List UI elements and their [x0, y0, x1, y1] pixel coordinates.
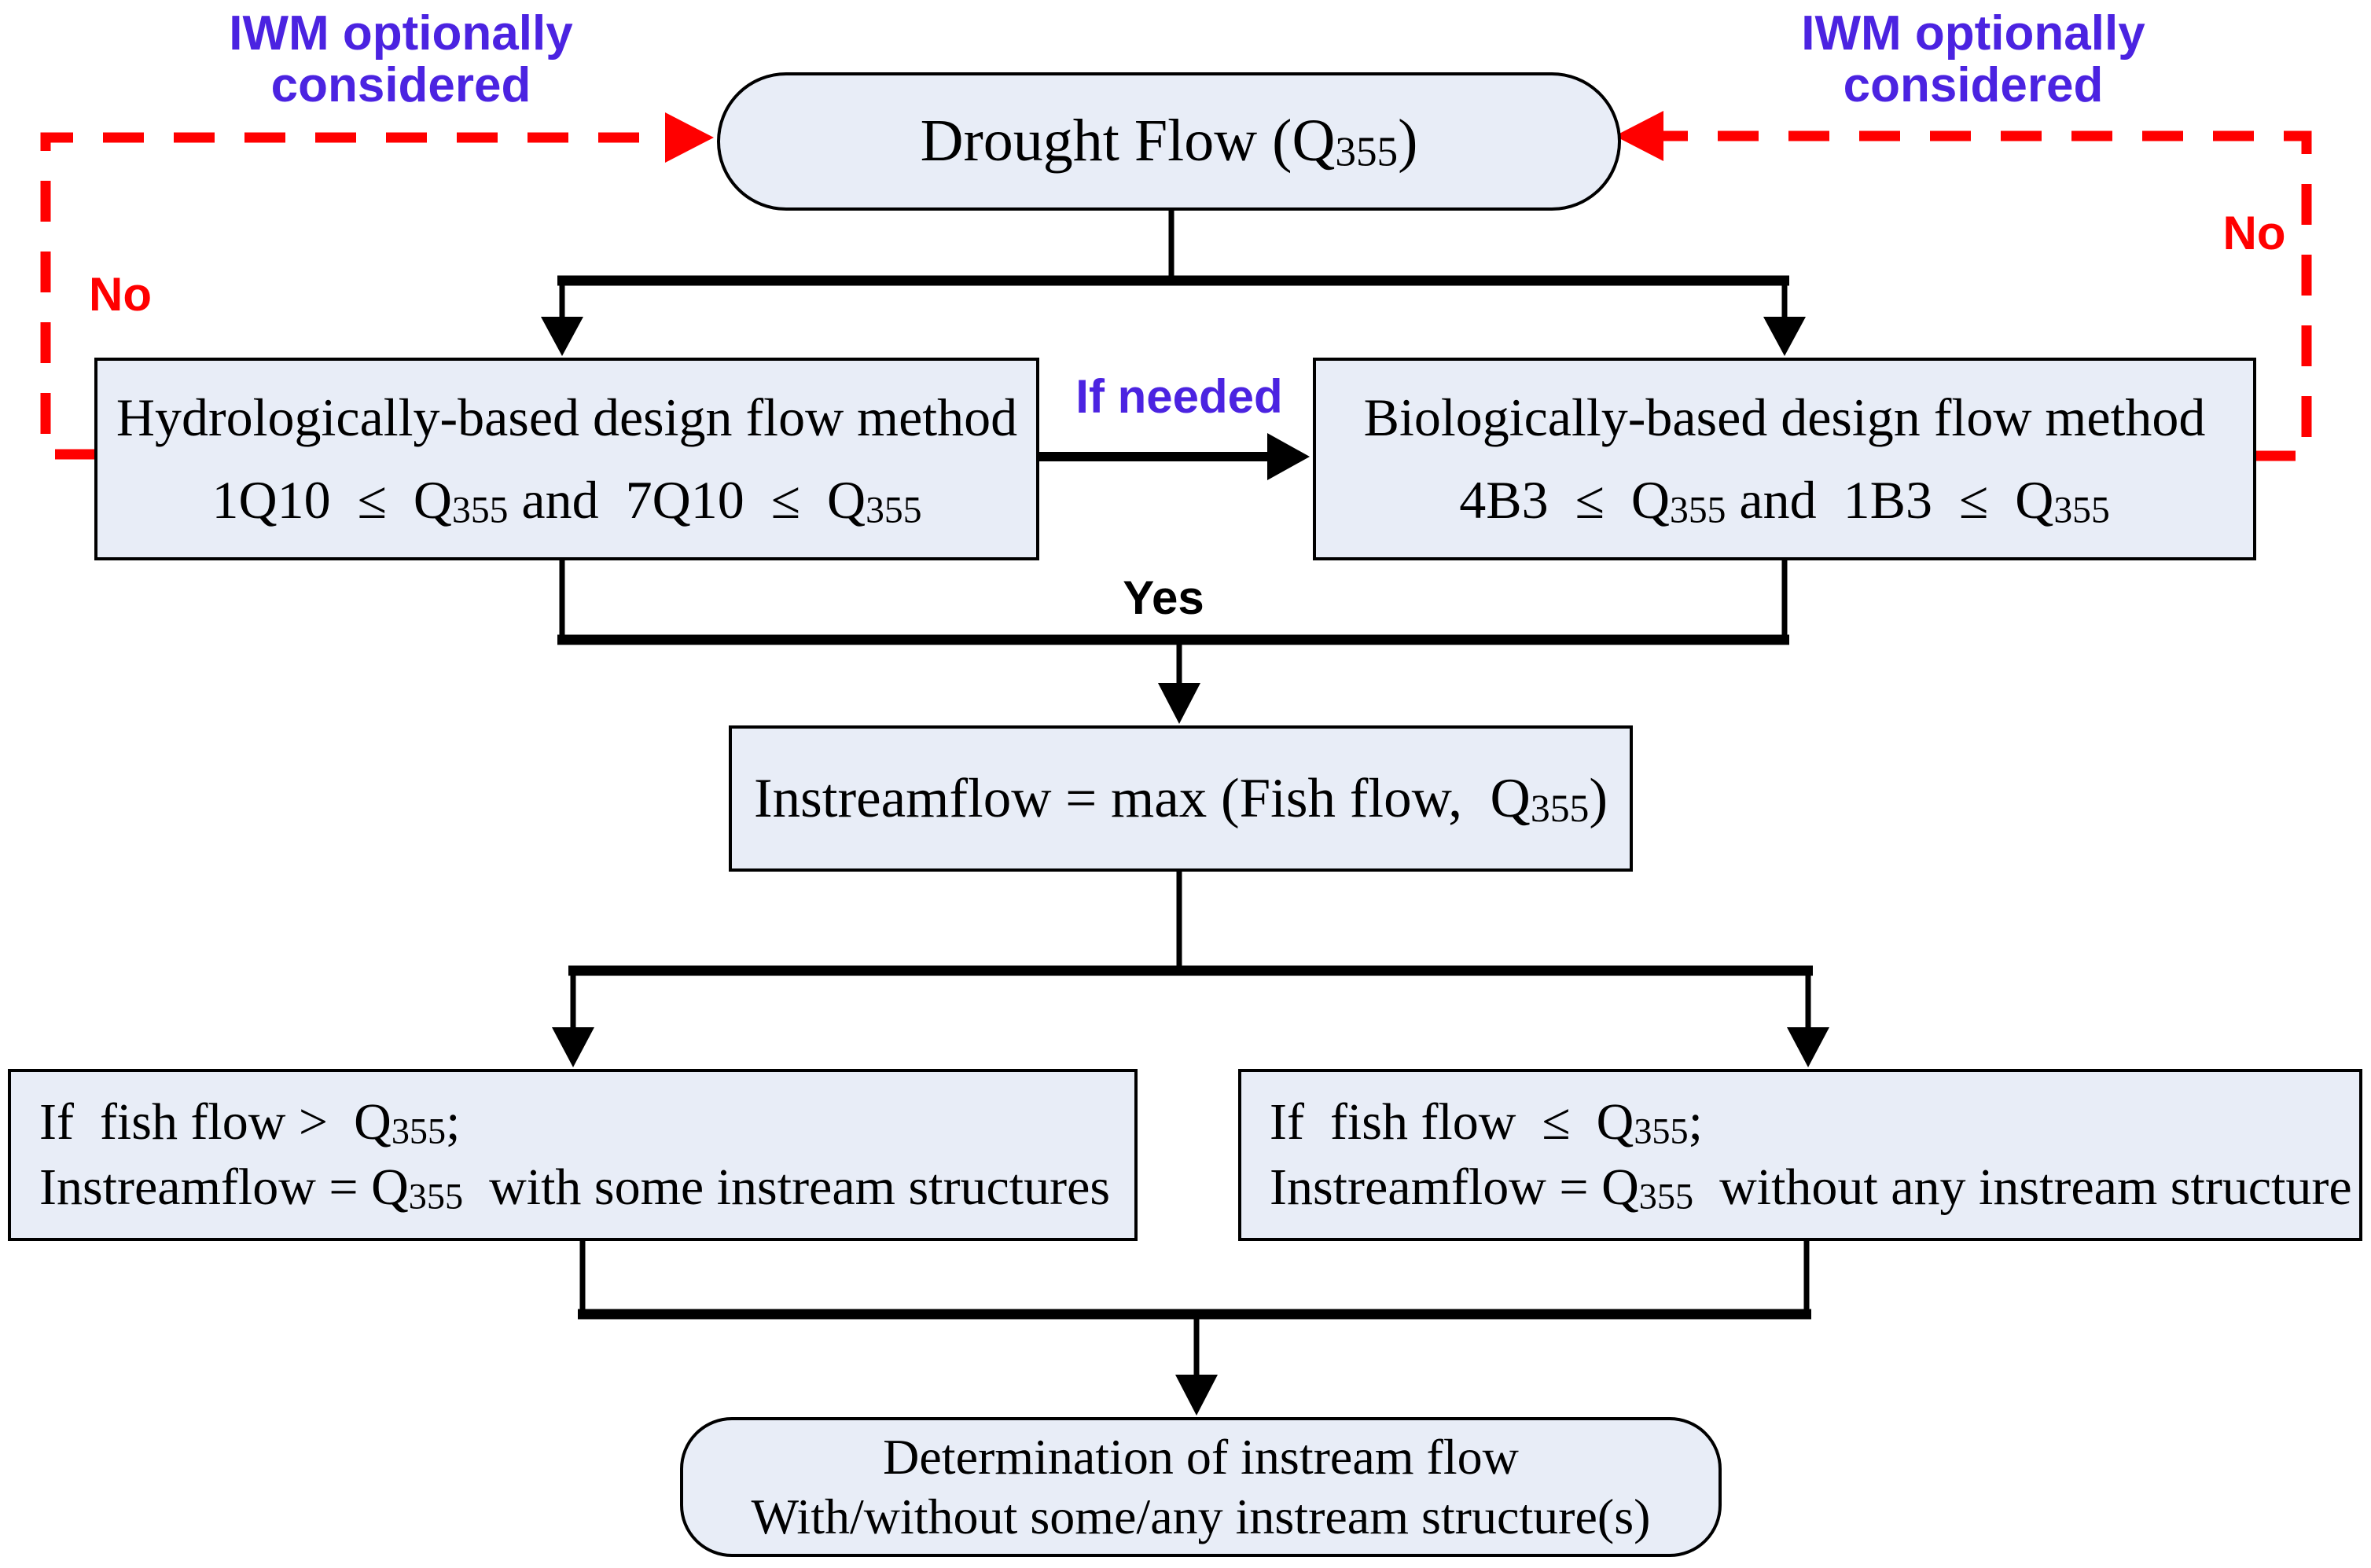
- node-instreamflow-max-text: Instreamflow = max (Fish flow, Q355): [753, 767, 1608, 830]
- node-hydrological-method: Hydrologically-based design flow method …: [94, 358, 1039, 560]
- node-determination-line1: Determination of instream flow: [883, 1429, 1519, 1485]
- red-arrow-right-into-drought-icon: [1615, 111, 1663, 161]
- node-determination-line2: With/without some/any instream structure…: [751, 1489, 1651, 1544]
- arrow-into-hydro-icon: [541, 317, 583, 356]
- no-label-left: No: [89, 268, 152, 321]
- arrow-into-bio-icon: [1763, 317, 1806, 356]
- node-instreamflow-max: Instreamflow = max (Fish flow, Q355): [729, 725, 1633, 872]
- no-label-right: No: [2222, 207, 2286, 259]
- node-hydrological-method-line1: Hydrologically-based design flow method: [116, 387, 1018, 447]
- node-fishflow-lessequal-line1: If fish flow ≤ Q355;: [1270, 1093, 1703, 1151]
- node-biological-method-line2: 4B3 ≤ Q355 and 1B3 ≤ Q355: [1459, 470, 2110, 531]
- optional-paths: [40, 130, 2312, 461]
- node-biological-method: Biologically-based design flow method 4B…: [1313, 358, 2256, 560]
- arrow-into-fishgt-icon: [552, 1027, 594, 1067]
- arrow-into-fishle-icon: [1787, 1027, 1829, 1067]
- flow-lines: [557, 209, 1813, 1379]
- node-drought-flow-text: Drought Flow (Q355): [920, 108, 1418, 175]
- node-fishflow-lessequal-line2: Instreamflow = Q355 without any instream…: [1270, 1158, 2352, 1217]
- no-path-left: [40, 132, 670, 460]
- iwm-note-left-line2: considered: [270, 58, 531, 112]
- iwm-note-left: IWM optionally considered: [181, 8, 621, 112]
- arrow-into-determination-icon: [1175, 1375, 1218, 1416]
- arrowheads: [541, 317, 1829, 1416]
- node-biological-method-line1: Biologically-based design flow method: [1363, 387, 2206, 447]
- iwm-note-right: IWM optionally considered: [1753, 8, 2193, 112]
- no-path-right: [1660, 130, 2312, 461]
- arrow-if-needed-icon: [1267, 433, 1310, 480]
- yes-label: Yes: [1123, 571, 1204, 624]
- red-arrow-left-into-drought-icon: [665, 112, 714, 163]
- iwm-note-right-line1: IWM optionally: [1801, 6, 2145, 61]
- red-arrowheads: [665, 111, 1663, 163]
- iwm-note-right-line2: considered: [1843, 58, 2104, 112]
- arrow-into-instreamflow-icon: [1158, 683, 1200, 724]
- if-needed-label: If needed: [1075, 370, 1283, 423]
- node-fishflow-greater-line2: Instreamflow = Q355 with some instream s…: [39, 1158, 1111, 1217]
- node-fishflow-lessequal: If fish flow ≤ Q355; Instreamflow = Q355…: [1238, 1069, 2362, 1241]
- node-fishflow-greater: If fish flow > Q355; Instreamflow = Q355…: [8, 1069, 1138, 1241]
- node-fishflow-greater-line1: If fish flow > Q355;: [39, 1093, 461, 1151]
- node-drought-flow: Drought Flow (Q355): [717, 72, 1621, 211]
- iwm-note-left-line1: IWM optionally: [229, 6, 573, 61]
- node-hydrological-method-line2: 1Q10 ≤ Q355 and 7Q10 ≤ Q355: [211, 470, 922, 531]
- node-determination: Determination of instream flow With/with…: [680, 1417, 1722, 1557]
